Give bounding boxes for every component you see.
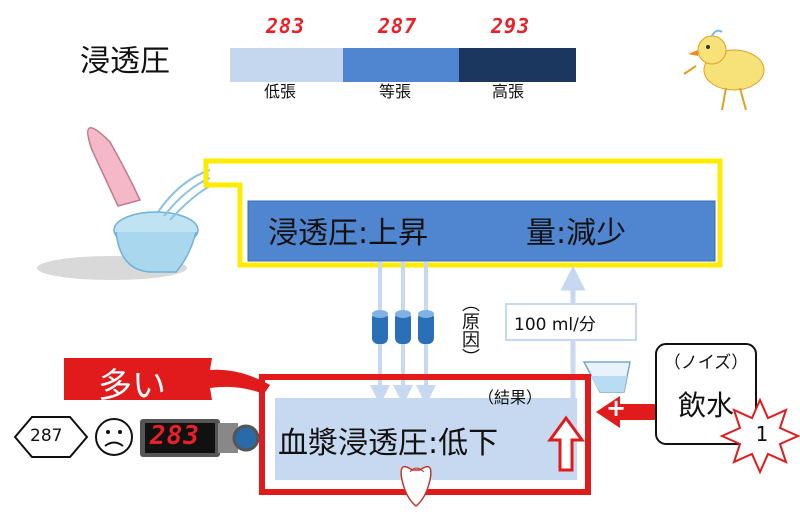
scale-label-iso: 等張 [379,82,412,101]
scale-segment-high [459,48,576,82]
noise-box [655,343,757,445]
sensor-reading: 283 [150,421,200,451]
plus-arrow [596,396,658,428]
scale-value-low: 283 [266,14,306,38]
noise-label: （ノイズ） [663,353,749,373]
callout-shape [64,358,270,400]
red-up-arrow-icon [547,415,585,472]
water-cup-icon [582,361,631,393]
noise-text: 飲水 [677,389,734,422]
yellow-outline [203,158,723,268]
cause-label: （原因） [459,294,480,366]
urine-vol-text: 量:減少 [526,216,627,251]
plasma-text: 血漿浸透圧:低下 [278,426,499,461]
scale-segment-low [230,48,343,82]
chick-icon [683,29,765,111]
reference-diamond [13,416,89,458]
scale-value-iso: 287 [378,14,418,38]
scale-label-high: 高張 [492,82,525,101]
scale-segment-iso [343,48,459,82]
flow-label: 100 ml/分 [514,315,596,335]
burst-number: 1 [755,422,769,446]
plus-sign: + [606,394,627,422]
scale-label-low: 低張 [264,82,297,101]
sensor-reference: 287 [30,426,63,446]
toilet-icon [37,127,211,280]
heart-icon [400,465,432,507]
page-title: 浸透圧 [80,44,170,79]
urine-box [247,200,716,262]
channel-icons [372,310,434,344]
scale-value-high: 293 [491,14,531,38]
sensor-device-icon [140,419,260,457]
osmolality-scale: 283 287 293 低張 等張 高張 [230,12,576,102]
urine-osm-text: 浸透圧:上昇 [268,216,429,251]
result-label: （結果） [478,388,543,407]
sad-face-icon [95,418,133,456]
flow-label-box [505,303,637,341]
burst-shape [719,397,800,475]
callout-text: 多い [98,366,166,406]
